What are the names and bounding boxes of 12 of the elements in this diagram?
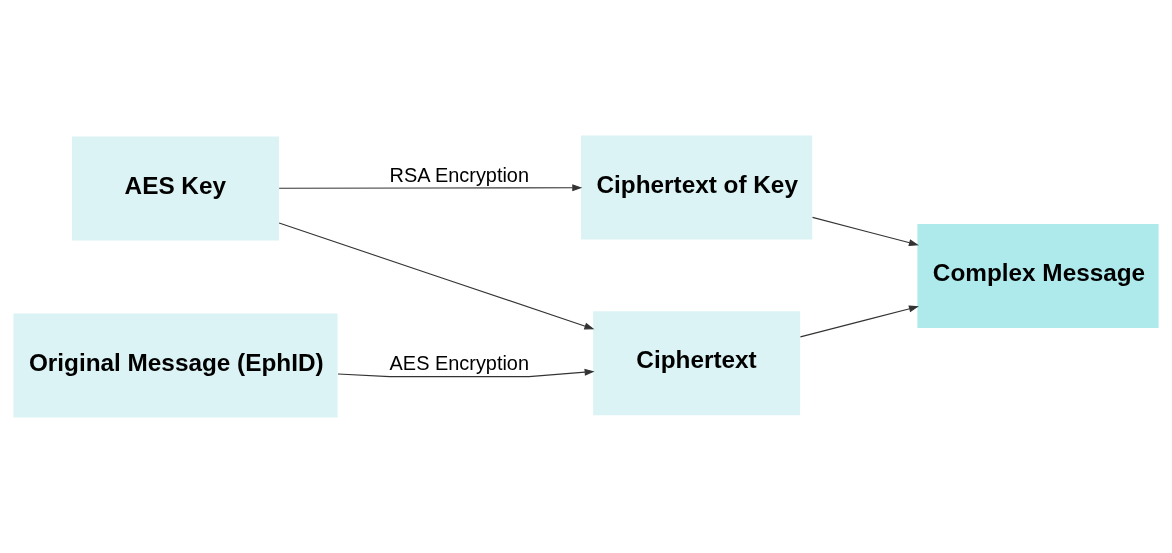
edge-label: RSA Encryption (389, 164, 530, 187)
node-box: Complex Message (917, 223, 1159, 328)
arrow (799, 305, 919, 338)
node-box: Ciphertext (593, 311, 801, 416)
node-box: Ciphertext of Key (581, 135, 813, 240)
node-box: Original Message (EphID) (13, 313, 338, 418)
arrow (337, 368, 595, 378)
arrow (278, 184, 583, 192)
arrow (812, 216, 919, 246)
node-box: AES Key (72, 136, 279, 241)
arrow (278, 222, 595, 330)
edge-label: AES Encryption (389, 352, 530, 375)
